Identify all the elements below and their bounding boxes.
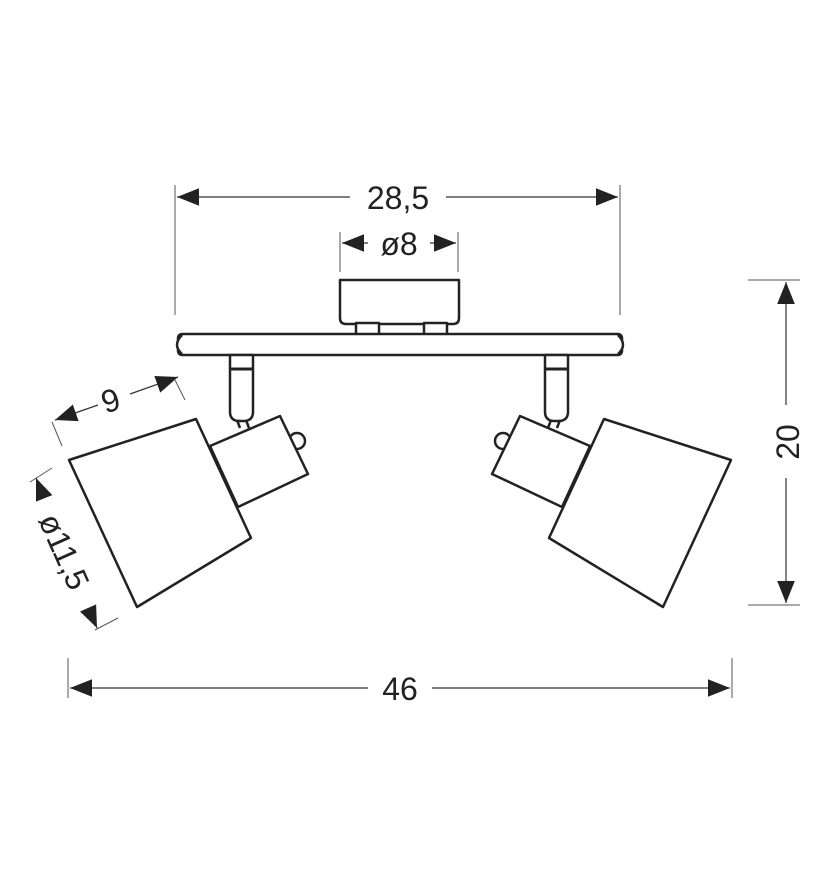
bar-width-label: 28,5 — [367, 180, 429, 216]
left-spotlight — [67, 353, 310, 609]
dimension-bar-width: 28,5 — [174, 180, 621, 315]
dimension-height: 20 — [748, 279, 806, 606]
right-spotlight — [490, 353, 733, 609]
shade-diameter-label: ø11,5 — [31, 508, 96, 595]
dimension-canopy-diameter: ø8 — [339, 226, 459, 272]
lamp-bar — [175, 332, 625, 357]
height-label: 20 — [770, 424, 806, 460]
lamp-canopy — [338, 278, 461, 337]
canopy-diameter-label: ø8 — [380, 226, 417, 262]
total-width-label: 46 — [382, 671, 418, 707]
shade-length-label: 9 — [97, 381, 125, 421]
dimension-total-width: 46 — [67, 658, 733, 707]
